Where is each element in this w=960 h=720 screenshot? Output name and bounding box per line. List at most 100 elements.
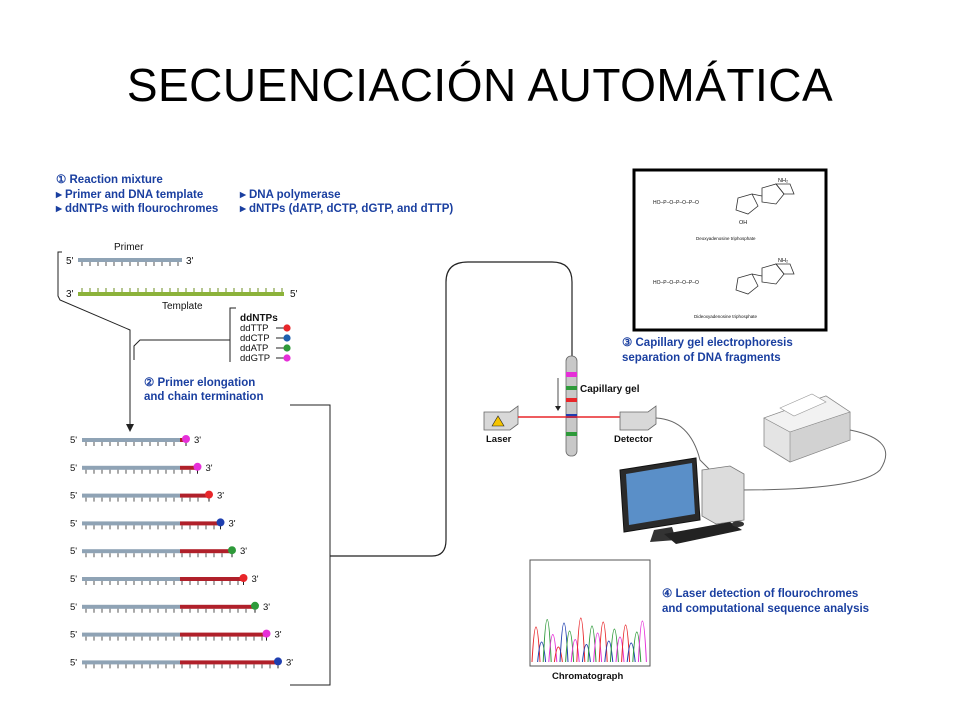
fragment-extension bbox=[180, 549, 232, 554]
ddntps-bracket bbox=[133, 307, 236, 360]
fragment: 5'3' bbox=[70, 462, 213, 474]
fragment-primer-part bbox=[82, 632, 180, 637]
primer-label: Primer bbox=[114, 242, 144, 253]
template-strand: 3' 5' Template bbox=[66, 288, 298, 312]
fragment-terminator-dot bbox=[274, 657, 282, 666]
detector-box bbox=[619, 405, 657, 431]
fragment-terminator-dot bbox=[205, 490, 213, 499]
fragment: 5' 3' bbox=[70, 546, 247, 558]
capillary-tube bbox=[565, 355, 578, 457]
ddntps-title: ddNTPs bbox=[240, 313, 278, 324]
ddntp-item-label: ddATP bbox=[240, 343, 268, 354]
primer-3prime-label: 3' bbox=[186, 256, 194, 267]
fragment-terminator-dot bbox=[239, 574, 248, 582]
capillary-band-green-2 bbox=[566, 432, 577, 436]
fragment-5prime-label: 5' bbox=[70, 574, 77, 585]
chromatogram-peak bbox=[615, 636, 625, 663]
template-ticks bbox=[81, 288, 283, 292]
printer-cable bbox=[739, 429, 887, 491]
detector-device: Detector bbox=[614, 405, 657, 445]
printer-paper bbox=[779, 393, 827, 417]
step3-line2: separation of DNA fragments bbox=[622, 352, 781, 364]
fragment: 5'3' bbox=[70, 435, 201, 446]
mouse bbox=[732, 521, 744, 527]
fragment: 5' 3' bbox=[70, 629, 282, 641]
ddntp-item-dot bbox=[283, 334, 291, 342]
top-molecule-caption: Deoxyadenosine triphosphate bbox=[696, 236, 756, 241]
chromatogram-peak bbox=[626, 642, 636, 663]
fragment-terminator-dot bbox=[251, 601, 259, 610]
ddntp-item-dot bbox=[283, 344, 291, 352]
capillary-label: Capillary gel bbox=[580, 384, 640, 395]
step1-item-polymerase: ▸ DNA polymerase bbox=[239, 189, 341, 201]
template-label: Template bbox=[162, 301, 203, 312]
capillary-band-magenta bbox=[566, 372, 577, 377]
sugar-ring-top bbox=[735, 193, 759, 215]
step1-item-primer: ▸ Primer and DNA template bbox=[55, 189, 203, 201]
primer-5prime-label: 5' bbox=[66, 256, 74, 267]
bottom-molecule-caption: Dideoxyadenosine triphosphate bbox=[694, 314, 758, 319]
fragment-5prime-label: 5' bbox=[70, 630, 77, 641]
chromatogram-peak bbox=[604, 640, 614, 663]
fragment-extension bbox=[180, 465, 198, 470]
fragment-5prime-label: 5' bbox=[70, 546, 77, 557]
down-arrow-head bbox=[126, 424, 134, 432]
fragment-3prime-label: 3' bbox=[275, 630, 282, 641]
step4-line2: and computational sequence analysis bbox=[662, 603, 869, 615]
fragments-bracket bbox=[290, 404, 331, 686]
fragment-primer-part bbox=[82, 577, 180, 581]
fragment-terminator-dot bbox=[193, 462, 202, 471]
primer-ticks bbox=[81, 262, 179, 266]
step2-line2: and chain termination bbox=[144, 391, 264, 403]
chromatogram-peak bbox=[637, 620, 647, 663]
nh2-bottom: NH₂ bbox=[778, 258, 788, 264]
fragment-extension bbox=[180, 577, 244, 581]
fragment-primer-part bbox=[82, 521, 180, 526]
primer-backbone bbox=[78, 258, 182, 262]
chromatograph-label: Chromatograph bbox=[552, 671, 623, 682]
laser-device: Laser bbox=[483, 405, 519, 445]
phosphate-chain-top: HO–P–O–P–O–P–O bbox=[653, 200, 699, 206]
nh2-top: NH₂ bbox=[778, 178, 788, 184]
fragment-primer-part bbox=[82, 465, 180, 470]
sugar-ring-bottom bbox=[735, 273, 759, 295]
detector-cable bbox=[655, 417, 713, 473]
fragment-5prime-label: 5' bbox=[70, 518, 77, 529]
fragment-5prime-label: 5' bbox=[70, 602, 77, 613]
purine-ring-b-top bbox=[775, 183, 795, 195]
fragment-primer-part bbox=[82, 604, 180, 609]
laser-label: Laser bbox=[486, 434, 512, 445]
chromatogram-peak bbox=[570, 639, 580, 663]
fragment-5prime-label: 5' bbox=[70, 491, 77, 502]
template-3prime-label: 3' bbox=[66, 289, 74, 300]
fragment: 5' 3' bbox=[70, 518, 236, 530]
chromatogram-peak bbox=[593, 632, 603, 663]
fragment-primer-part bbox=[82, 549, 180, 554]
molecule-frame bbox=[632, 168, 828, 332]
computer bbox=[619, 457, 745, 544]
step3-line1: ③ Capillary gel electrophoresis bbox=[622, 336, 793, 349]
chromatogram-peak bbox=[576, 617, 586, 663]
chromatogram-peak bbox=[632, 631, 642, 663]
step2-line1: ② Primer elongation bbox=[144, 376, 255, 389]
fragment-5prime-label: 5' bbox=[70, 463, 77, 474]
chromatogram-peak bbox=[609, 628, 619, 663]
laser-warning-icon bbox=[491, 415, 505, 427]
fragment-3prime-label: 3' bbox=[240, 546, 247, 557]
purine-ring-a-top bbox=[761, 183, 785, 205]
step4-line1: ④ Laser detection of flourochromes bbox=[662, 587, 858, 600]
glycosidic-bond-top bbox=[751, 193, 763, 197]
fragment-3prime-label: 3' bbox=[229, 518, 236, 529]
capillary-gel: Capillary gel bbox=[555, 355, 640, 457]
fragment-extension bbox=[180, 521, 221, 526]
fragment-3prime-label: 3' bbox=[194, 435, 201, 446]
fragment: 5'3' bbox=[70, 490, 224, 502]
fragment-3prime-label: 3' bbox=[286, 657, 293, 668]
fragment-extension bbox=[180, 604, 255, 609]
purine-ring-a-bottom bbox=[761, 263, 785, 285]
migration-arrow-head bbox=[555, 406, 561, 411]
fragment-terminator-dot bbox=[228, 546, 236, 555]
fragment-terminator-dot bbox=[216, 518, 225, 527]
